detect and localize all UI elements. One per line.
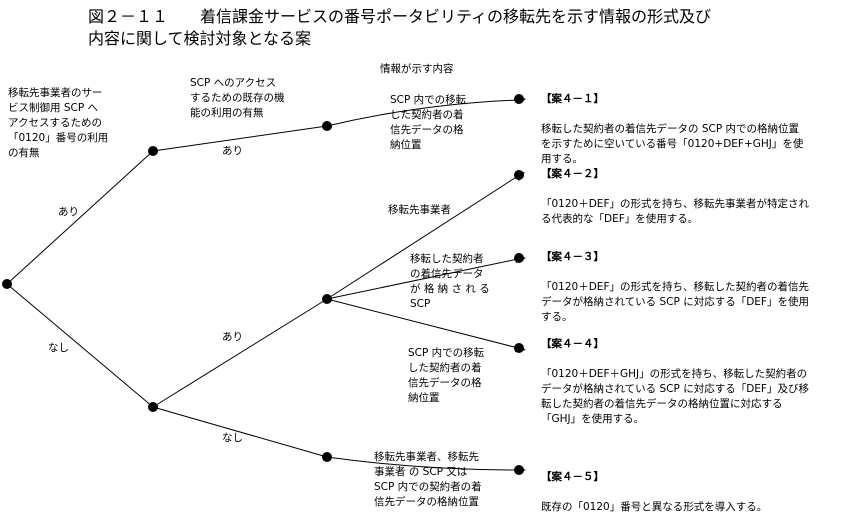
leaf-label-5: 移転先事業者、移転先 事業者 の SCP 又は SCP 内での契約者の着 信先デ… — [374, 451, 482, 508]
case-5: 【案４－５】 既存の「0120」番号と異なる形式を導入する。 — [541, 455, 767, 515]
case-3-body: 「0120＋DEF」の形式を持ち、移転した契約者の着信先 データが格納されている… — [541, 281, 809, 323]
case-3-head: 【案４－３】 — [541, 251, 604, 263]
question-2: SCP へのアクセス するための既存の機 能の利用の有無 — [190, 77, 285, 119]
edge-no-yes — [152, 298, 328, 408]
case-1: 【案４－１】 移転した契約者の着信先データの SCP 内での格納位置 を示すため… — [541, 77, 803, 167]
node-level2-yes — [148, 146, 158, 156]
case-4-head: 【案４－４】 — [541, 338, 604, 350]
edge-label-yes-2: あり — [222, 145, 243, 157]
case-2: 【案４－２】 「0120＋DEF」の形式を持ち、移転先事業者が特定され る代表的… — [541, 152, 809, 227]
node-case1 — [514, 94, 524, 104]
node-level2-no — [148, 402, 158, 412]
edge-root-yes — [6, 150, 154, 285]
edge-case1 — [326, 99, 519, 127]
node-case3 — [514, 253, 524, 263]
edge-label-no-1: なし — [48, 342, 69, 354]
edge-label-yes-3: あり — [222, 331, 243, 343]
edge-case5 — [326, 456, 519, 471]
leaf-label-4: SCP 内での移転 した契約者の着 信先データの格 納位置 — [408, 347, 485, 404]
leaf-label-1: SCP 内での移転 した契約者の着 信先データの格 納位置 — [390, 94, 467, 151]
figure-title: 図２－１１ 着信課金サービスの番号ポータビリティの移転先を示す情報の形式及び 内… — [88, 7, 712, 48]
edge-root-no — [6, 283, 154, 408]
edge-no-no — [152, 406, 328, 458]
node-level3-a — [322, 121, 332, 131]
case-2-head: 【案４－２】 — [541, 168, 604, 180]
node-level3-c — [322, 452, 332, 462]
case-1-head: 【案４－１】 — [541, 93, 604, 105]
case-4: 【案４－４】 「0120＋DEF＋GHJ」の形式を持ち、移転した契約者の データ… — [541, 322, 809, 427]
edge-case3 — [326, 258, 519, 300]
question-1: 移転先事業者のサー ビス制御用 SCP へ アクセスするための 「0120」番号… — [8, 87, 109, 159]
case-4-body: 「0120＋DEF＋GHJ」の形式を持ち、移転した契約者の データが格納されてい… — [541, 368, 809, 425]
node-case2 — [514, 170, 524, 180]
question-3: 情報が示す内容 — [380, 63, 454, 75]
edge-case2 — [326, 175, 519, 300]
edge-case4 — [326, 298, 519, 349]
case-5-head: 【案４－５】 — [541, 471, 604, 483]
case-5-body: 既存の「0120」番号と異なる形式を導入する。 — [541, 501, 768, 513]
leaf-label-2: 移転先事業者 — [388, 204, 451, 216]
case-3: 【案４－３】 「0120＋DEF」の形式を持ち、移転した契約者の着信先 データが… — [541, 235, 809, 325]
node-case5 — [514, 465, 524, 475]
case-1-body: 移転した契約者の着信先データの SCP 内での格納位置 を示すために空いている番… — [541, 123, 804, 165]
edge-label-no-3: なし — [222, 432, 243, 444]
node-level3-b — [322, 294, 332, 304]
case-2-body: 「0120＋DEF」の形式を持ち、移転先事業者が特定され る代表的な「DEF」を… — [541, 198, 809, 225]
edge-yes-case1 — [152, 125, 328, 152]
leaf-label-3: 移転した契約者 の着信先データ が 格 納 さ れ る SCP — [410, 253, 490, 310]
node-case4 — [514, 343, 524, 353]
edge-label-yes-1: あり — [58, 206, 79, 218]
node-root — [2, 279, 12, 289]
